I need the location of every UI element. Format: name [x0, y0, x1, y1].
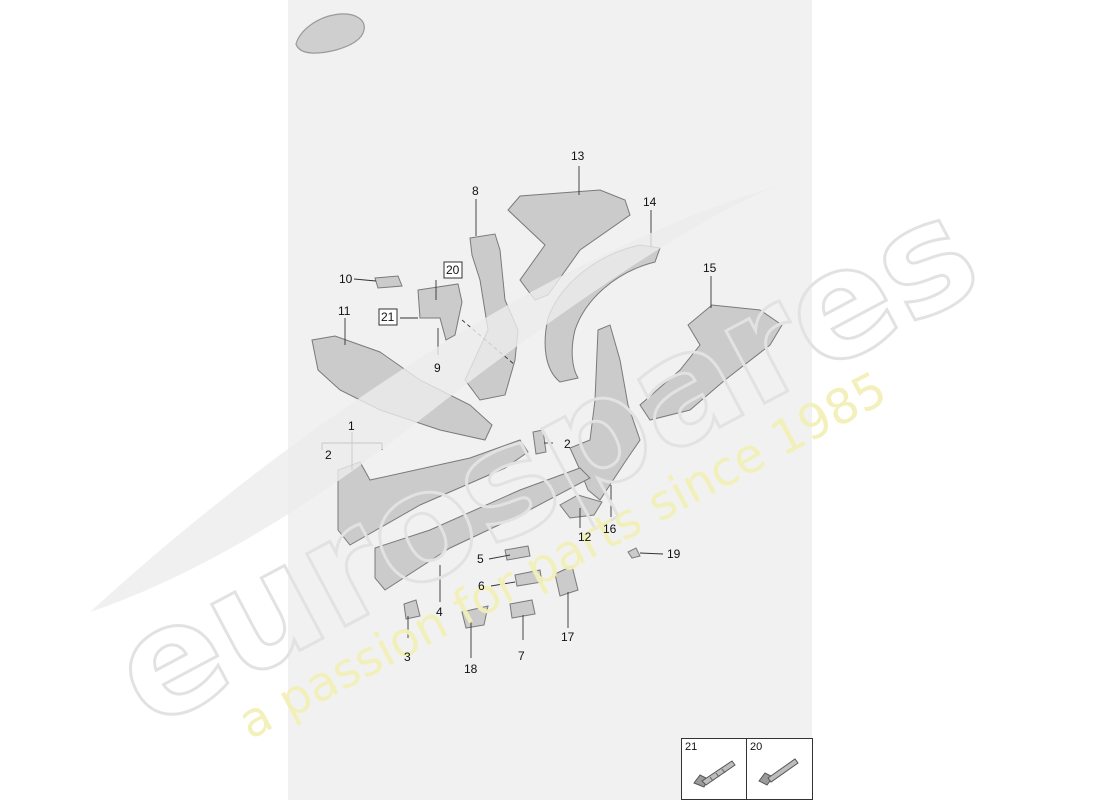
label-4: 4: [436, 605, 443, 619]
part-19-clip: [627, 547, 641, 559]
part-7-plate: [509, 599, 536, 619]
label-14: 14: [643, 195, 657, 209]
part-15-rear-rail: [639, 304, 783, 421]
part-6-plate: [514, 569, 543, 587]
part-10-plate: [374, 275, 403, 289]
legend-cell-21: 21: [682, 739, 747, 799]
callout-box-21: [378, 308, 398, 326]
label-5: 5: [477, 552, 484, 566]
callout-box-20: [443, 261, 463, 279]
label-2-right: 2: [564, 437, 571, 451]
hex-bolt-icon: [758, 758, 799, 786]
label-3: 3: [404, 650, 411, 664]
part-1-sill-inner: [337, 439, 529, 546]
part-9-bracket: [417, 283, 463, 341]
part-3-bracket: [403, 599, 421, 620]
part-13-roof-rail: [507, 189, 631, 301]
part-4-sill-outer: [374, 467, 591, 591]
label-20: 20: [446, 263, 460, 277]
label-21: 21: [381, 310, 395, 324]
part-labels: 1 2 2 3 4 5 6 7 8 9 10 11 12 13 14 15 16…: [325, 149, 717, 676]
label-6: 6: [478, 579, 485, 593]
label-13: 13: [571, 149, 585, 163]
label-17: 17: [561, 630, 575, 644]
fastener-legend: 21 20: [681, 738, 813, 800]
label-11: 11: [338, 304, 351, 318]
label-18: 18: [464, 662, 478, 676]
part-12-bracket: [559, 494, 603, 519]
part-18-bracket: [461, 605, 489, 629]
legend-number-21: 21: [685, 741, 698, 753]
part-2-small-bracket: [532, 429, 547, 455]
label-19: 19: [667, 547, 681, 561]
label-16: 16: [603, 522, 617, 536]
label-1: 1: [348, 419, 355, 433]
car-thumbnail-icon: [295, 13, 365, 54]
legend-number-20: 20: [750, 741, 763, 753]
label-7: 7: [518, 649, 525, 663]
label-9: 9: [434, 361, 441, 375]
flange-bolt-icon: [693, 760, 736, 788]
label-10: 10: [339, 272, 353, 286]
part-5-plate: [504, 545, 531, 561]
legend-cell-20: 20: [747, 739, 811, 799]
label-12: 12: [578, 530, 592, 544]
label-8: 8: [472, 184, 479, 198]
label-2-left: 2: [325, 448, 332, 462]
label-15: 15: [703, 261, 717, 275]
part-17-bracket: [554, 565, 579, 597]
part-16-c-pillar: [569, 324, 641, 501]
